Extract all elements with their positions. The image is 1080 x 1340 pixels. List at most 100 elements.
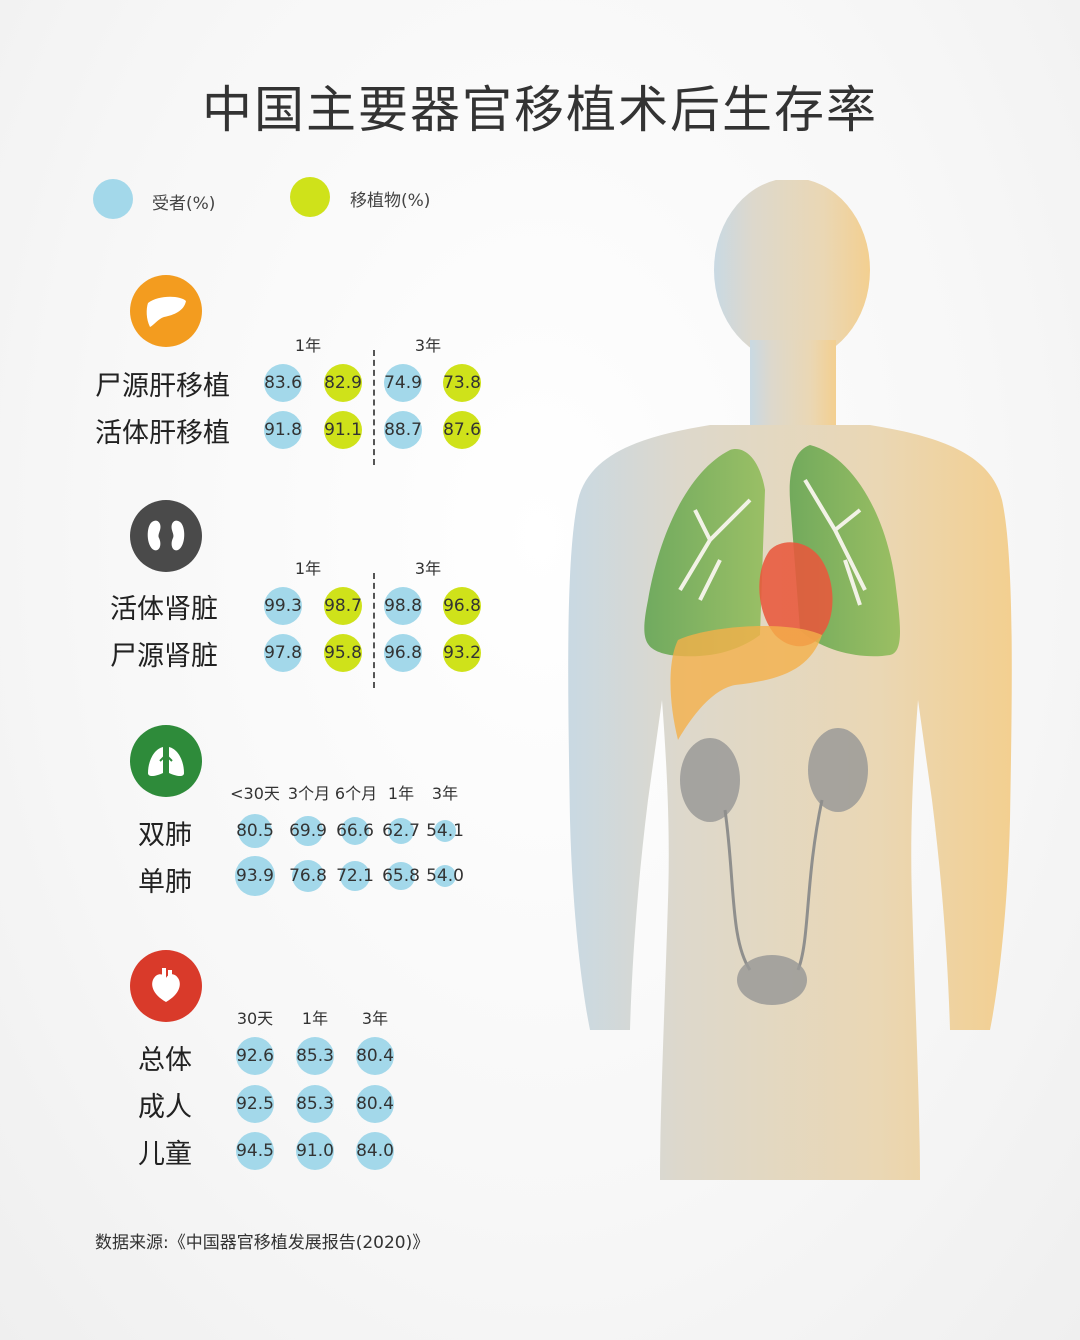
body-neck — [750, 340, 836, 430]
heart-bubble-r1-c2: 80.4 — [356, 1085, 394, 1123]
heart-col-2: 3年 — [361, 1009, 389, 1028]
lung-col-3: 1年 — [387, 784, 415, 803]
liver-row-label-1: 活体肝移植 — [95, 418, 230, 449]
lung-bubble-r0-c0-value: 80.5 — [236, 820, 274, 841]
liver-bubble-r1-c0-value: 91.8 — [264, 420, 302, 440]
heart-bubble-r0-c1: 85.3 — [296, 1037, 334, 1075]
heart-bubble-r0-c2-value: 80.4 — [356, 1046, 394, 1066]
heart-bubble-r1-c0: 92.5 — [236, 1085, 274, 1123]
kidney-bubble-r0-c1-value: 98.7 — [324, 596, 362, 616]
kidney-bubble-r0-c0: 99.3 — [264, 587, 302, 625]
body-head — [714, 180, 870, 362]
liver-bubble-r0-c3: 73.8 — [443, 364, 481, 402]
liver-organ — [670, 625, 822, 740]
kidney-col-1y: 1年 — [294, 559, 322, 578]
kidney-bubble-r1-c2-value: 96.8 — [384, 643, 422, 663]
lung-bubble-r0-c0: 80.5 — [236, 814, 274, 848]
left-kidney — [680, 738, 740, 822]
page-title: 中国主要器官移植术后生存率 — [202, 81, 878, 139]
liver-section-icon — [130, 275, 202, 347]
lung-bubble-r1-c3-value: 65.8 — [382, 865, 420, 886]
lung-col-1: 3个月 — [287, 784, 331, 803]
kidney-bubble-r0-c3: 96.8 — [443, 587, 481, 625]
kidney-bubble-r0-c2-value: 98.8 — [384, 596, 422, 616]
lung-col-2: 6个月 — [334, 784, 378, 803]
heart-organ — [759, 542, 833, 647]
kidney-section-icon — [130, 500, 202, 572]
heart-col-0: 30天 — [236, 1009, 274, 1028]
lung-bubble-r1-c4: 54.0 — [426, 864, 464, 888]
liver-bubble-r1-c1-value: 91.1 — [324, 420, 362, 440]
heart-bubble-r2-c1-value: 91.0 — [296, 1141, 334, 1161]
liver-bubble-r1-c2-value: 88.7 — [384, 420, 422, 440]
liver-bubble-r0-c0-value: 83.6 — [264, 373, 302, 393]
kidney-bubble-r1-c2: 96.8 — [384, 634, 422, 672]
liver-row-label-0: 尸源肝移植 — [95, 371, 230, 402]
liver-bubble-r0-c2-value: 74.9 — [384, 373, 422, 393]
liver-bubble-r1-c3: 87.6 — [443, 411, 481, 449]
lung-bubble-r0-c2: 66.6 — [336, 816, 374, 845]
kidney-bubble-r0-c3-value: 96.8 — [443, 596, 481, 616]
kidney-bubble-r1-c0-value: 97.8 — [264, 643, 302, 663]
liver-bubble-r0-c2: 74.9 — [384, 364, 422, 402]
heart-icon — [152, 968, 180, 1002]
heart-bubble-r2-c2-value: 84.0 — [356, 1141, 394, 1161]
lung-bubble-r1-c4-value: 54.0 — [426, 865, 464, 886]
bronchi — [678, 478, 867, 606]
heart-bubble-r0-c0: 92.6 — [236, 1037, 274, 1075]
liver-bubble-r0-c3-value: 73.8 — [443, 373, 481, 393]
heart-bubble-r0-c0-value: 92.6 — [236, 1046, 274, 1066]
heart-row-label-0: 总体 — [138, 1045, 192, 1076]
liver-bubble-r1-c2: 88.7 — [384, 411, 422, 449]
data-source: 数据来源:《中国器官移植发展报告(2020)》 — [95, 1233, 430, 1253]
lung-row-label-0: 双肺 — [138, 820, 192, 851]
kidney-bubble-r1-c1-value: 95.8 — [324, 643, 362, 663]
lung-bubble-r0-c3-value: 62.7 — [382, 820, 420, 841]
legend-graft-swatch — [290, 177, 330, 217]
heart-bubble-r1-c2-value: 80.4 — [356, 1094, 394, 1114]
kidney-bubble-r0-c1: 98.7 — [324, 587, 362, 625]
legend-recipient-label: 受者(%) — [152, 194, 216, 214]
right-kidney — [808, 728, 868, 812]
kidney-row-label-1: 尸源肾脏 — [110, 641, 218, 672]
human-body-illustration — [568, 180, 1012, 1180]
heart-bubble-r0-c2: 80.4 — [356, 1037, 394, 1075]
heart-bubble-r2-c0: 94.5 — [236, 1132, 274, 1170]
lung-bubble-r1-c1-value: 76.8 — [289, 865, 327, 886]
liver-bubble-r0-c1-value: 82.9 — [324, 373, 362, 393]
kidney-bubble-r1-c1: 95.8 — [324, 634, 362, 672]
lung-bubble-r1-c0-value: 93.9 — [236, 865, 274, 886]
liver-col-3y: 3年 — [414, 336, 442, 355]
lung-bubble-r0-c4-value: 54.1 — [426, 820, 464, 841]
heart-bubble-r1-c1-value: 85.3 — [296, 1094, 334, 1114]
kidney-row-label-0: 活体肾脏 — [110, 594, 218, 625]
kidney-bubble-r0-c0-value: 99.3 — [264, 596, 302, 616]
kidney-divider — [373, 573, 375, 688]
liver-divider — [373, 350, 375, 465]
legend-graft-label: 移植物(%) — [350, 191, 431, 211]
lung-bubble-r0-c3: 62.7 — [382, 817, 420, 845]
kidney-icon — [147, 520, 185, 551]
lung-col-0: <30天 — [230, 784, 280, 803]
body-silhouette — [568, 425, 1012, 1180]
lung-bubble-r1-c1: 76.8 — [289, 859, 327, 893]
bladder — [737, 955, 807, 1005]
heart-bubble-r1-c1: 85.3 — [296, 1085, 334, 1123]
lung-bubble-r1-c2-value: 72.1 — [336, 865, 374, 886]
lung-bubble-r1-c0: 93.9 — [235, 856, 275, 896]
lung-bubble-r0-c1: 69.9 — [289, 816, 327, 846]
kidney-bubble-r1-c0: 97.8 — [264, 634, 302, 672]
lung-bubble-r0-c2-value: 66.6 — [336, 820, 374, 841]
liver-bubble-r0-c0: 83.6 — [264, 364, 302, 402]
heart-col-1: 1年 — [301, 1009, 329, 1028]
liver-bubble-r1-c3-value: 87.6 — [443, 420, 481, 440]
heart-bubble-r1-c0-value: 92.5 — [236, 1094, 274, 1114]
heart-bubble-r2-c0-value: 94.5 — [236, 1141, 274, 1161]
legend-recipient-swatch — [93, 179, 133, 219]
heart-bubble-r2-c2: 84.0 — [356, 1132, 394, 1170]
heart-section-icon — [130, 950, 202, 1022]
ureters — [723, 799, 824, 971]
liver-bubble-r1-c0: 91.8 — [264, 411, 302, 449]
liver-bubble-r0-c1: 82.9 — [324, 364, 362, 402]
liver-bubble-r1-c1: 91.1 — [324, 411, 362, 449]
